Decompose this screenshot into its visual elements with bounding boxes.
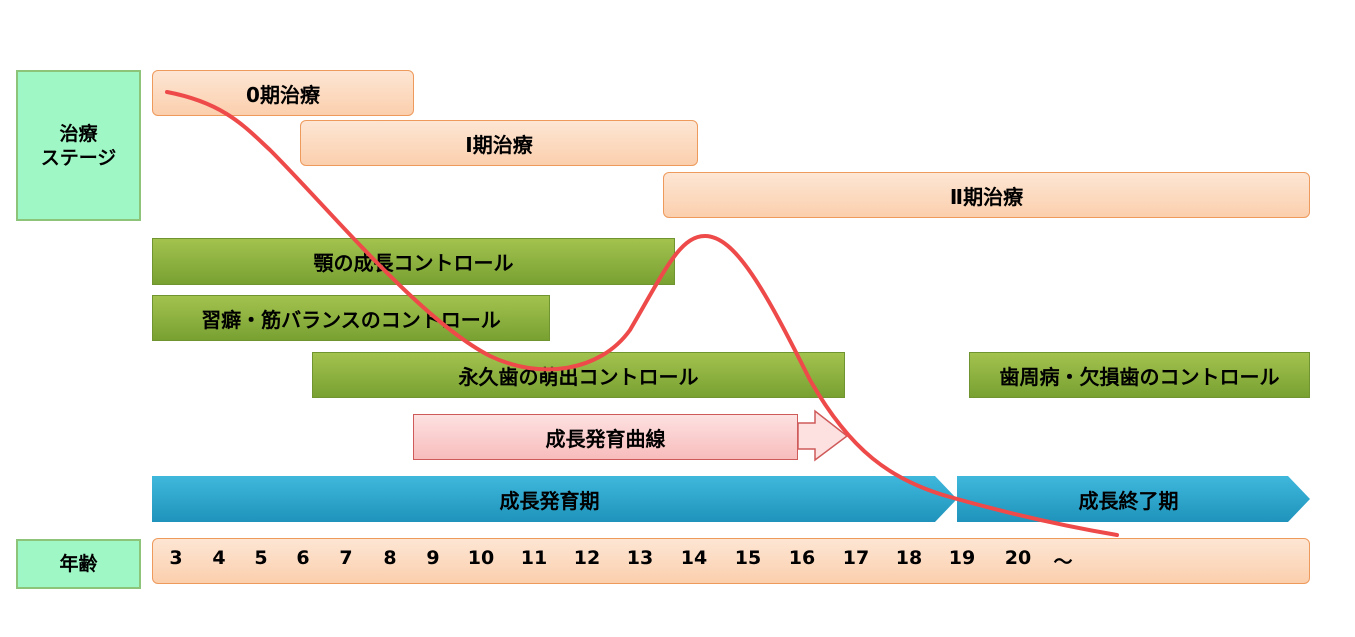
age-tick: 3 [169,547,183,569]
growth-end-arrow [957,476,1310,522]
age-label: 年齢 [16,539,141,589]
age-tick: 16 [788,547,816,569]
age-tick: 5 [254,547,268,569]
age-tick: 20 [1004,547,1032,569]
age-tick: 4 [212,547,226,569]
permanent-teeth-eruption-bar: 永久歯の萌出コントロール [312,352,845,398]
growth-end-label: 成長終了期 [1078,488,1179,513]
growth-period-arrow [152,476,957,522]
age-tick: 6 [296,547,310,569]
growth-curve-line [165,90,1119,537]
growth-curve-label: 成長発育曲線 [413,414,798,460]
age-tick: 12 [573,547,601,569]
age-tick: 7 [339,547,353,569]
age-tick: 10 [467,547,495,569]
age-tick: 8 [383,547,397,569]
jaw-growth-control-bar: 顎の成長コントロール [152,238,675,285]
age-tick: ～ [1053,551,1073,573]
age-tick: 18 [895,547,923,569]
habit-muscle-control-bar: 習癖・筋バランスのコントロール [152,295,550,341]
age-tick: 15 [734,547,762,569]
treatment-stage-label: 治療 ステージ [16,70,141,221]
age-axis-bar [152,538,1310,584]
stage-0-bar: 0期治療 [152,70,414,116]
age-tick: 13 [626,547,654,569]
age-tick: 11 [520,547,548,569]
stage-1-bar: Ⅰ期治療 [300,120,698,166]
periodontal-control-bar: 歯周病・欠損歯のコントロール [969,352,1310,398]
growth-period-label: 成長発育期 [499,488,600,513]
age-tick: 17 [842,547,870,569]
age-tick: 19 [948,547,976,569]
age-tick: 9 [426,547,440,569]
stage-2-bar: Ⅱ期治療 [663,172,1310,218]
age-tick: 14 [680,547,708,569]
